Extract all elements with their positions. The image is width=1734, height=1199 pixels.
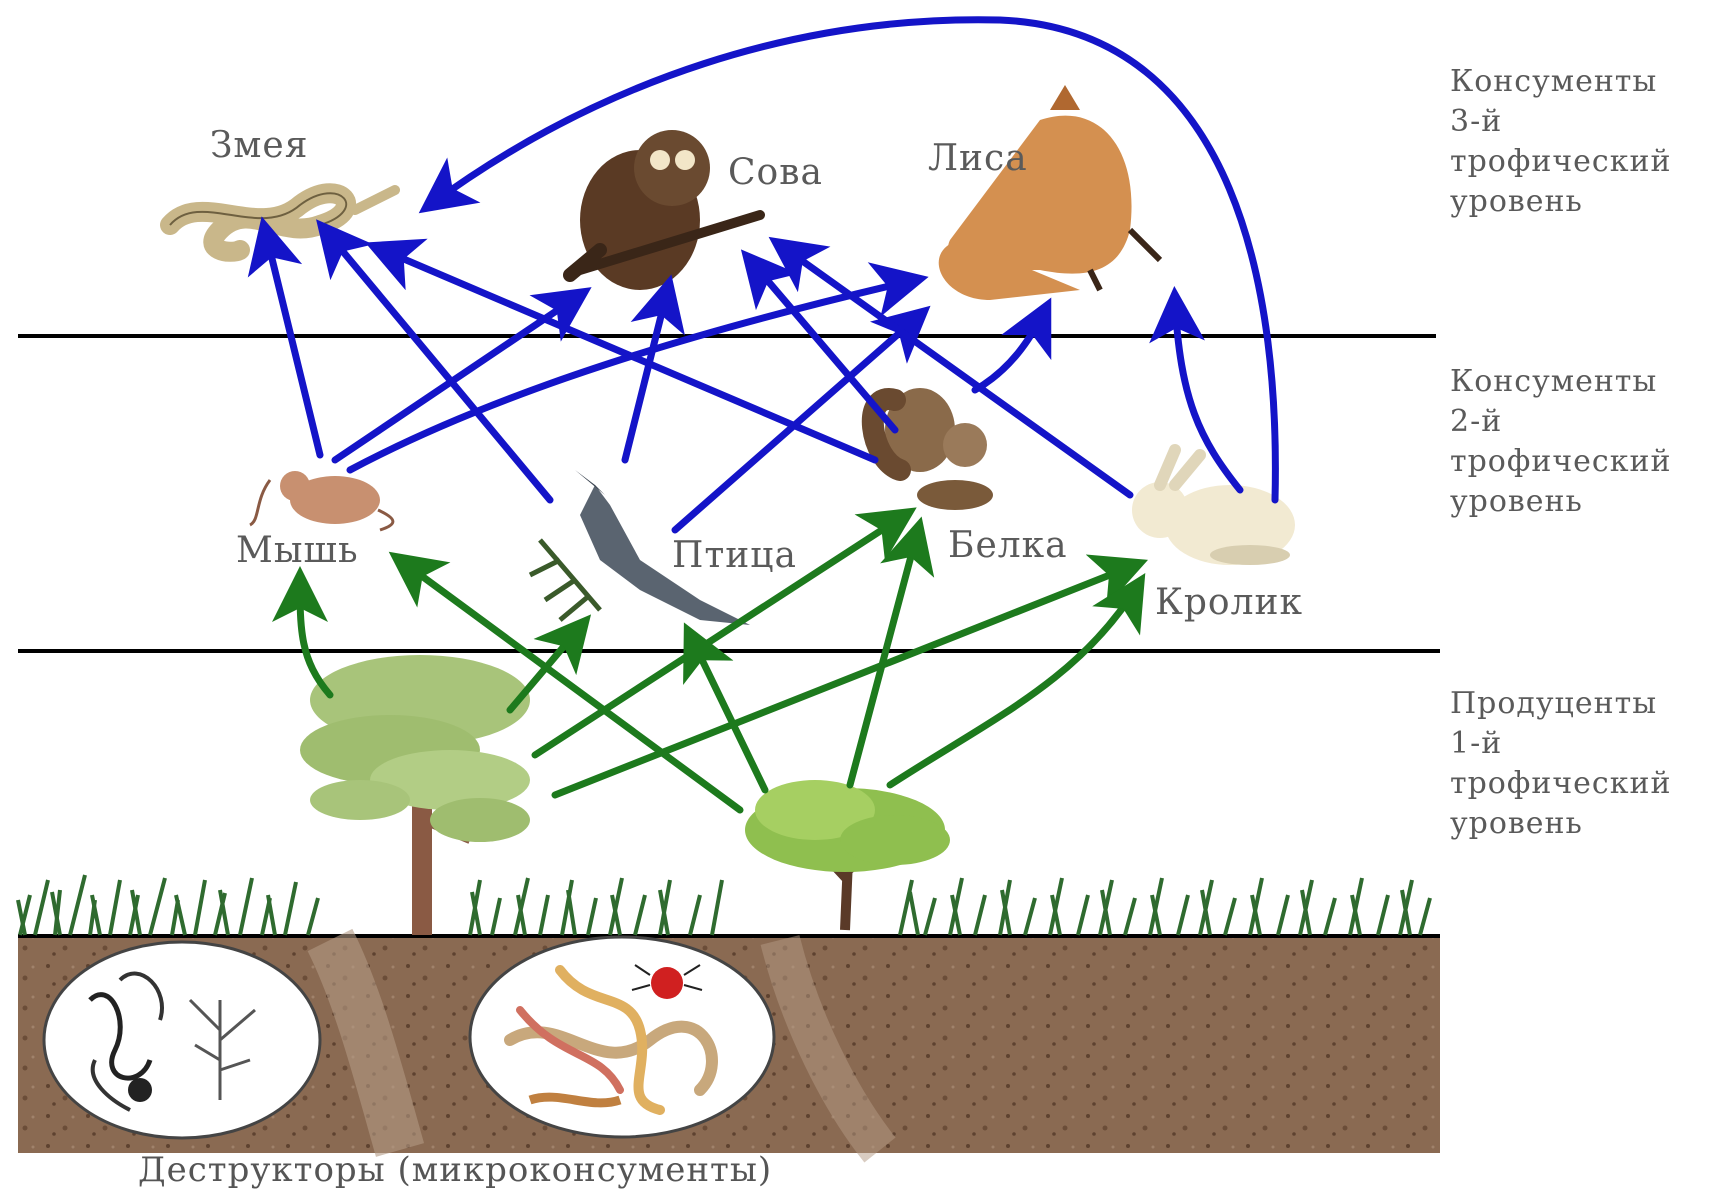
label-snake: Змея — [210, 125, 308, 166]
arrow-bird-to-owl — [625, 288, 668, 460]
arrow-squirrel-to-fox — [975, 310, 1045, 390]
level-3-line-1: Консументы — [1450, 62, 1671, 102]
level-2-line-2: 2-й — [1450, 402, 1671, 442]
level-1-line-1: Продуценты — [1450, 684, 1671, 724]
level-3-line-3: трофический — [1450, 142, 1671, 182]
fox-figure — [939, 85, 1160, 300]
arrow-rabbit-to-fox — [1175, 300, 1240, 490]
tree-producer — [300, 655, 530, 935]
mouse-figure — [250, 471, 393, 530]
grass-layer — [18, 875, 1430, 935]
level-1-line-3: трофический — [1450, 764, 1671, 804]
label-bird: Птица — [672, 535, 797, 576]
squirrel-figure — [873, 388, 993, 510]
label-mouse: Мышь — [236, 530, 359, 571]
level-3-line-2: 3-й — [1450, 102, 1671, 142]
level-2-line-1: Консументы — [1450, 362, 1671, 402]
decomposer-circle-worms — [470, 937, 774, 1137]
label-owl: Сова — [728, 152, 823, 193]
snake-figure — [170, 190, 395, 252]
label-fox: Лиса — [928, 138, 1028, 179]
decomposers-label: Деструкторы (микроконсументы) — [138, 1150, 772, 1190]
level-2-line-4: уровень — [1450, 482, 1671, 522]
level-3-line-4: уровень — [1450, 182, 1671, 222]
trophic-level-3: Консументы 3-й трофический уровень — [1450, 62, 1671, 222]
label-rabbit: Кролик — [1155, 582, 1303, 623]
arrow-rabbit-to-snake — [430, 20, 1275, 500]
trophic-level-1: Продуценты 1-й трофический уровень — [1450, 684, 1671, 844]
predation-arrows — [265, 20, 1275, 530]
trophic-level-2: Консументы 2-й трофический уровень — [1450, 362, 1671, 522]
rabbit-figure — [1132, 450, 1295, 565]
label-squirrel: Белка — [948, 525, 1068, 566]
decomposer-circle-fungi — [44, 942, 320, 1138]
level-1-line-4: уровень — [1450, 804, 1671, 844]
level-1-line-2: 1-й — [1450, 724, 1671, 764]
arrow-mouse-to-snake — [265, 230, 320, 455]
level-2-line-3: трофический — [1450, 442, 1671, 482]
shrub-producer — [745, 780, 950, 930]
